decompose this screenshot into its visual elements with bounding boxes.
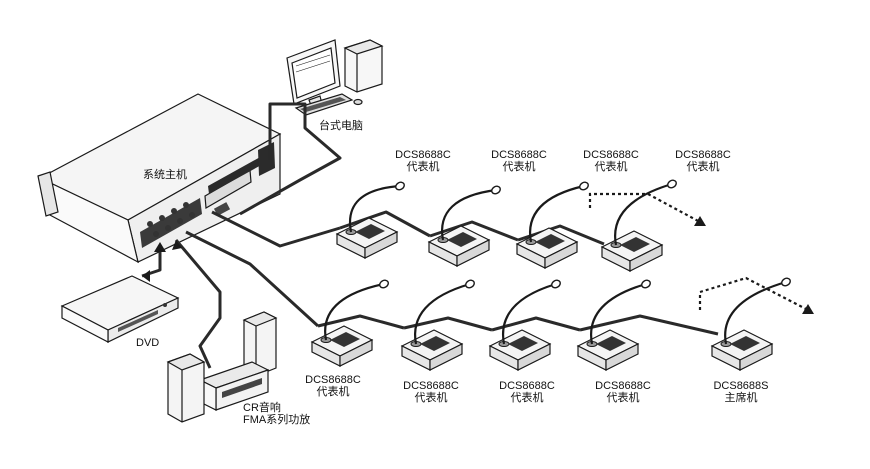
gooseneck-microphone-unit-icon (576, 279, 651, 371)
gooseneck-microphone-unit-icon (427, 185, 501, 267)
top-unit-label-4: DCS8688C 代表机 (658, 149, 748, 173)
dvd-label: DVD (136, 337, 160, 349)
gooseneck-microphone-unit-icon (335, 181, 405, 259)
unit-role: 代表机 (316, 386, 350, 398)
unit-role: 代表机 (686, 161, 720, 173)
speaker-label-line2: FMA系列功放 (243, 414, 311, 426)
speaker-amplifier-icon (166, 311, 278, 423)
cable-lines (141, 102, 719, 369)
gooseneck-microphone-unit-icon (710, 277, 791, 371)
gooseneck-microphone-unit-icon (515, 181, 589, 269)
bottom-unit-label-2: DCS8688C 代表机 (386, 380, 476, 404)
unit-role: 代表机 (414, 392, 448, 404)
system-host-unit-icon (37, 93, 282, 264)
unit-role: 代表机 (510, 392, 544, 404)
unit-model: DCS8688C (305, 374, 361, 386)
unit-model: DCS8688C (583, 149, 639, 161)
desktop-computer-icon (286, 39, 384, 116)
bottom-unit-label-4: DCS8688C 代表机 (578, 380, 668, 404)
bottom-unit-label-3: DCS8688C 代表机 (482, 380, 572, 404)
unit-role: 代表机 (606, 392, 640, 404)
gooseneck-microphone-unit-icon (600, 179, 677, 272)
speaker-label: CR音响 FMA系列功放 (243, 402, 310, 426)
unit-model: DCS8688C (491, 149, 547, 161)
unit-model: DCS8688C (395, 149, 451, 161)
bottom-unit-label-5: DCS8688S 主席机 (696, 380, 786, 404)
unit-model: DCS8688C (675, 149, 731, 161)
unit-model: DCS8688S (713, 380, 769, 392)
link-arrowheads (142, 240, 182, 282)
unit-role: 主席机 (724, 392, 758, 404)
unit-role: 代表机 (502, 161, 536, 173)
unit-role: 代表机 (406, 161, 440, 173)
unit-model: DCS8688C (499, 380, 555, 392)
microphone-units (310, 179, 791, 371)
gooseneck-microphone-unit-icon (488, 279, 561, 371)
top-unit-label-1: DCS8688C 代表机 (378, 149, 468, 173)
dotted-continuation-arrow-icon (588, 192, 809, 311)
dvd-player-icon (60, 275, 180, 343)
host-label: 系统主机 (143, 169, 187, 181)
speaker-label-line1: CR音响 (243, 402, 281, 414)
unit-model: DCS8688C (595, 380, 651, 392)
desktop-label: 台式电脑 (319, 120, 363, 132)
top-unit-label-3: DCS8688C 代表机 (566, 149, 656, 173)
continuation-arrowheads (694, 216, 814, 314)
bottom-unit-label-1: DCS8688C 代表机 (288, 374, 378, 398)
unit-role: 代表机 (594, 161, 628, 173)
top-unit-label-2: DCS8688C 代表机 (474, 149, 564, 173)
gooseneck-microphone-unit-icon (310, 279, 389, 367)
unit-model: DCS8688C (403, 380, 459, 392)
gooseneck-microphone-unit-icon (400, 279, 475, 371)
